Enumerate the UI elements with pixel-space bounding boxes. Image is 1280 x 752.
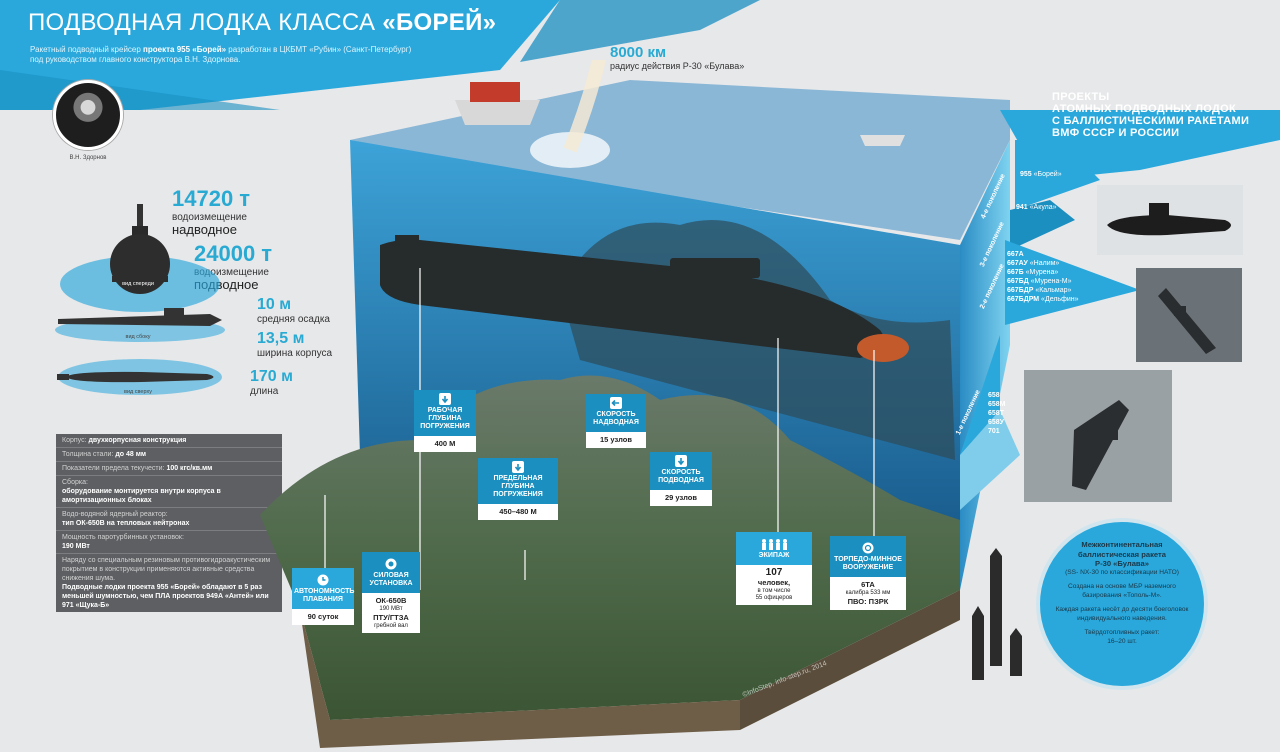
circle-icon [384,558,398,570]
down-arrow-icon [511,461,525,473]
autonomy-callout: АВТОНОМНОСТЬ ПЛАВАНИЯ 90 суток [292,568,354,625]
project-941: 941 «Акула» [1016,204,1057,211]
front-view-label: вид спереди [122,281,154,287]
crew-icon [759,538,789,550]
spec-row: Показатели предела текучести: 100 кгс/кв… [56,462,282,476]
bulava-missile [972,548,1022,680]
spec-row: Толщина стали: до 48 мм [56,448,282,462]
generation-1-list: 658 658М 658Т 658У 701 [988,392,1006,435]
length-stat: 170 м длина [250,368,293,397]
spec-row: Мощность паротурбинных установок:190 МВт [56,531,282,554]
work-depth-callout: РАБОЧАЯ ГЛУБИНА ПОГРУЖЕНИЯ 400 М [414,390,476,452]
clock-icon [316,574,330,586]
spec-row: Водо-водяной ядерный реактор:тип ОК-650В… [56,508,282,531]
designer-photo [53,80,123,150]
intro-text: Ракетный подводный крейсер проекта 955 «… [30,45,412,64]
submarine-views [55,204,225,395]
delfin-photo [1136,268,1242,362]
ocean-cube-illustration [260,60,1010,748]
bulava-info-circle: Межконтинентальная баллистическая ракета… [1036,518,1208,690]
down-arrow-icon [674,455,688,467]
width-stat: 13,5 м ширина корпуса [257,330,333,359]
specs-panel: Корпус: двухкорпусная конструкция Толщин… [56,434,282,612]
left-arrow-icon [609,397,623,409]
spec-row: Корпус: двухкорпусная конструкция [56,434,282,448]
projects-panel-shapes [960,110,1280,510]
generation-2-list: 667А 667АУ «Налим» 667Б «Мурена» 667БД «… [1007,251,1079,303]
photo-caption: В.Н. Здорнов [69,155,107,161]
surface-speed-callout: СКОРОСТЬ НАДВОДНАЯ 15 узлов [586,394,646,448]
akula-photo [1097,185,1243,255]
sub-speed-callout: СКОРОСТЬ ПОДВОДНАЯ 29 узлов [650,452,712,506]
page-title: ПОДВОДНАЯ ЛОДКА КЛАССА «БОРЕЙ» [28,9,497,36]
surface-displacement: 14720 т водоизмещение надводное [172,186,251,237]
header-banner [0,0,760,110]
rocket-range: 8000 км радиус действия Р-30 «Булава» [610,44,745,71]
down-arrow-icon [438,393,452,405]
project-955: 955 «Борей» [1020,171,1062,178]
side-view-label: вид сбоку [125,334,151,340]
project-658-photo [1024,370,1172,502]
spec-row: Сборка:оборудование монтируется внутри к… [56,476,282,508]
draft-stat: 10 м средняя осадка [257,296,330,325]
spec-row: Наряду со специальным резиновым противог… [62,557,271,609]
top-view-label: вид сверху [124,389,152,395]
target-icon [861,542,875,554]
max-depth-callout: ПРЕДЕЛЬНАЯ ГЛУБИНА ПОГРУЖЕНИЯ 450–480 М [478,458,558,520]
